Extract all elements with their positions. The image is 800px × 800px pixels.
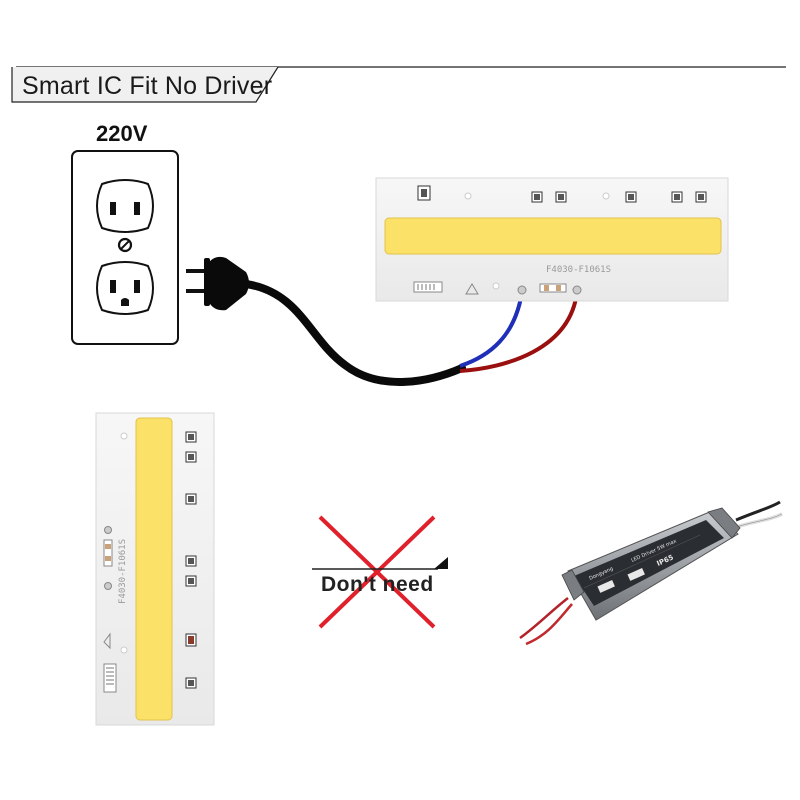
blue-wire	[459, 291, 524, 368]
led-cob-board-horizontal: F4030-F1061S	[375, 177, 729, 302]
red-wire	[459, 291, 579, 373]
dont-need-crossout	[312, 515, 448, 629]
wall-outlet	[71, 150, 179, 345]
arrow-tip-icon	[434, 557, 448, 569]
pcb-marking-horizontal: F4030-F1061S	[546, 265, 611, 275]
voltage-label: 220V	[96, 121, 148, 146]
dont-need-label: Don't need	[321, 573, 434, 596]
led-driver-box: Dongyang LED Driver 5W max IP65	[519, 500, 783, 646]
outlet-top-socket	[96, 179, 154, 233]
led-phosphor-strip-vertical	[135, 417, 173, 721]
warning-triangle-icon	[465, 283, 479, 295]
page-title: Smart IC Fit No Driver	[22, 72, 273, 100]
outlet-bottom-socket	[96, 261, 154, 315]
pcb-marking-vertical: F4030-F1061S	[118, 539, 128, 604]
led-phosphor-strip	[384, 217, 722, 255]
header-banner	[11, 66, 786, 103]
cross-line-2	[318, 515, 436, 629]
led-cob-board-vertical: F4030-F1061S	[95, 412, 215, 726]
power-plug-icon	[186, 256, 249, 311]
power-cable	[242, 280, 466, 386]
